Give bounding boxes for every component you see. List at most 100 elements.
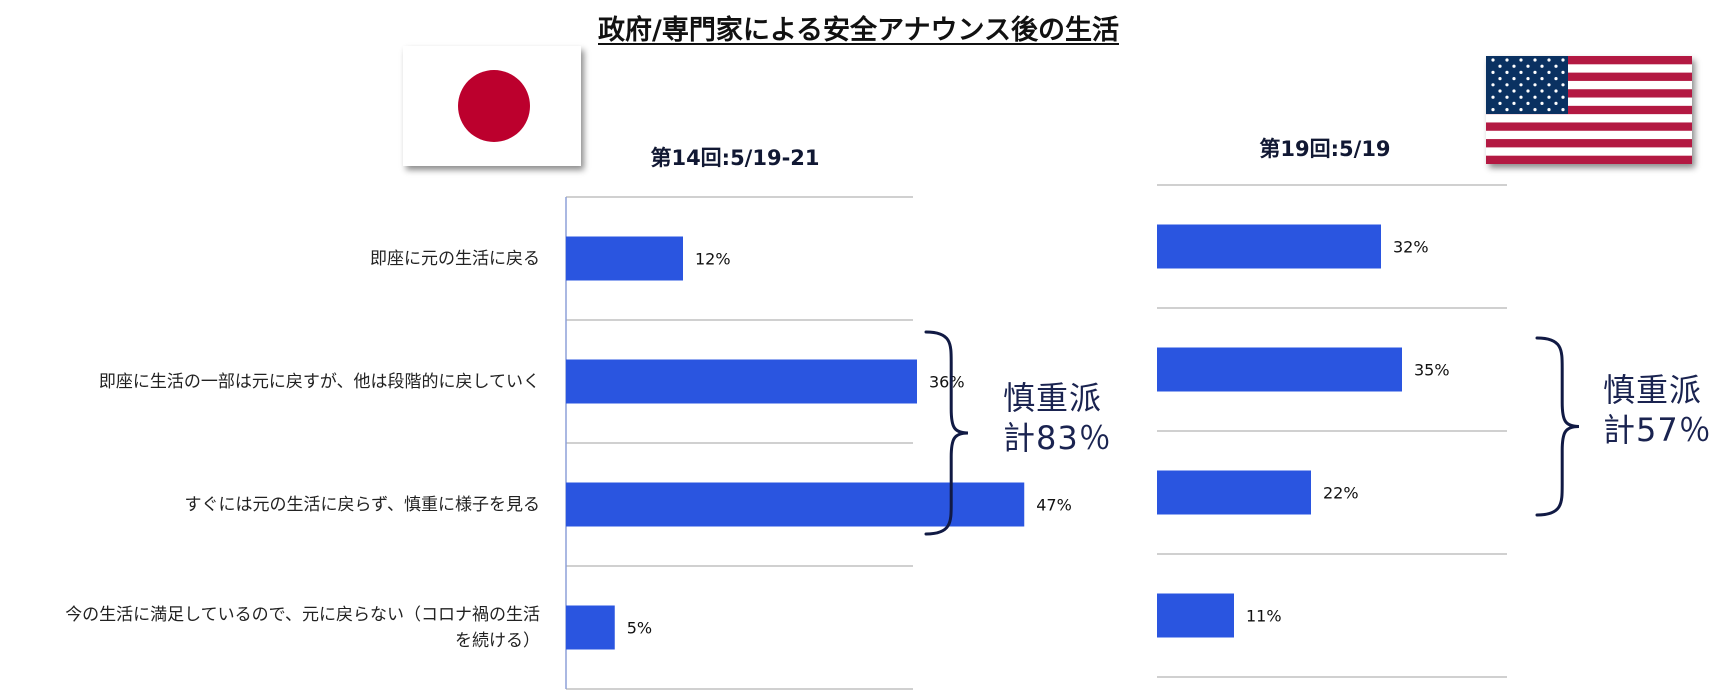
bar bbox=[566, 359, 917, 404]
data-label: 35% bbox=[1414, 361, 1450, 380]
us-flag-stripe bbox=[1486, 72, 1692, 82]
us-flag-star bbox=[1540, 89, 1544, 93]
us-flag-star bbox=[1561, 70, 1565, 74]
us-flag-stripe bbox=[1486, 105, 1692, 115]
us-flag-star bbox=[1519, 108, 1523, 112]
right-annotation-line1: 慎重派 bbox=[1603, 371, 1703, 409]
us-flag-star bbox=[1505, 70, 1509, 74]
category-label-line: 即座に元の生活に戻る bbox=[370, 248, 540, 269]
chart-panel-2: 32% 35% 22% 11% bbox=[1157, 184, 1507, 678]
bar bbox=[566, 236, 683, 281]
japan-flag-sun bbox=[458, 70, 530, 142]
us-flag-stripe bbox=[1486, 56, 1692, 65]
category-label-line: を続ける） bbox=[455, 630, 540, 651]
category-label: 今の生活に満足しているので、元に戻らない（コロナ禍の生活を続ける） bbox=[0, 602, 540, 654]
bar bbox=[1157, 347, 1402, 392]
us-flag-star bbox=[1540, 64, 1544, 68]
data-label: 36% bbox=[929, 373, 965, 392]
us-flag-star bbox=[1512, 89, 1516, 93]
us-flag-stripe bbox=[1486, 130, 1692, 140]
bar bbox=[1157, 593, 1234, 638]
us-flag-star bbox=[1547, 70, 1551, 74]
left-chart-subtitle: 第14回:5/19-21 bbox=[650, 146, 820, 170]
us-flag-star bbox=[1491, 95, 1495, 99]
category-label: 即座に生活の一部は元に戻すが、他は段階的に戻していく bbox=[0, 369, 540, 395]
us-flag-star bbox=[1519, 70, 1523, 74]
us-flag-star bbox=[1512, 77, 1516, 81]
data-label: 22% bbox=[1323, 484, 1359, 503]
us-flag-star bbox=[1512, 64, 1516, 68]
data-label: 32% bbox=[1393, 238, 1429, 257]
category-label-line: 即座に生活の一部は元に戻すが、他は段階的に戻していく bbox=[98, 371, 540, 392]
us-flag-star bbox=[1540, 101, 1544, 105]
us-flag-star bbox=[1533, 58, 1537, 62]
bar bbox=[1157, 470, 1311, 515]
us-flag-star bbox=[1498, 77, 1502, 81]
us-flag-star bbox=[1547, 108, 1551, 112]
bar bbox=[566, 482, 1025, 527]
us-flag-star bbox=[1498, 64, 1502, 68]
us-flag-star bbox=[1554, 101, 1558, 105]
us-flag-star bbox=[1505, 95, 1509, 99]
bar bbox=[1157, 224, 1381, 269]
category-label-line: すぐには元の生活に戻らず、慎重に様子を見る bbox=[184, 494, 540, 515]
us-flag-star bbox=[1491, 108, 1495, 112]
us-flag-star bbox=[1554, 89, 1558, 93]
right-curly-bracket bbox=[1535, 336, 1580, 517]
right-chart-subtitle: 第19回:5/19 bbox=[1259, 137, 1391, 161]
chart-title: 政府/専門家による安全アナウンス後の生活 bbox=[598, 15, 1119, 46]
us-flag-star bbox=[1561, 58, 1565, 62]
us-flag-star bbox=[1547, 95, 1551, 99]
us-flag-star bbox=[1526, 64, 1530, 68]
right-bracket-annotation: 慎重派 計57％ bbox=[1603, 370, 1712, 450]
us-flag-star bbox=[1554, 64, 1558, 68]
us-flag-star bbox=[1561, 95, 1565, 99]
us-flag-stripe bbox=[1486, 80, 1692, 90]
us-flag-stripe bbox=[1486, 155, 1692, 164]
us-flag-star bbox=[1540, 77, 1544, 81]
us-flag-star bbox=[1526, 77, 1530, 81]
us-flag-stripe bbox=[1486, 89, 1692, 98]
us-flag-star bbox=[1533, 108, 1537, 112]
us-flag-star bbox=[1519, 83, 1523, 87]
left-curly-bracket bbox=[924, 330, 969, 536]
us-flag-star bbox=[1491, 70, 1495, 74]
category-label: すぐには元の生活に戻らず、慎重に様子を見る bbox=[0, 492, 540, 518]
us-flag-star bbox=[1519, 95, 1523, 99]
us-flag-star bbox=[1561, 108, 1565, 112]
us-flag-star bbox=[1533, 83, 1537, 87]
us-flag-stripe bbox=[1486, 139, 1692, 148]
us-flag-star bbox=[1561, 83, 1565, 87]
us-flag-star bbox=[1512, 101, 1516, 105]
bar bbox=[566, 605, 615, 650]
us-flag-stripe bbox=[1486, 122, 1692, 132]
japan-flag bbox=[403, 46, 581, 166]
us-flag-star bbox=[1519, 58, 1523, 62]
data-label: 12% bbox=[695, 250, 731, 269]
category-label: 即座に元の生活に戻る bbox=[0, 246, 540, 272]
us-flag-stripe bbox=[1486, 97, 1692, 107]
left-bracket-annotation: 慎重派 計83％ bbox=[1003, 378, 1112, 458]
data-label: 47% bbox=[1036, 496, 1072, 515]
us-flag-star bbox=[1491, 83, 1495, 87]
us-flag-star bbox=[1505, 83, 1509, 87]
data-label: 5% bbox=[627, 619, 652, 638]
us-flag-star bbox=[1554, 77, 1558, 81]
us-flag-star bbox=[1533, 95, 1537, 99]
us-flag-graphic bbox=[1486, 56, 1692, 164]
us-flag-star bbox=[1505, 58, 1509, 62]
us-flag-star bbox=[1547, 58, 1551, 62]
us-flag-star bbox=[1505, 108, 1509, 112]
left-annotation-line1: 慎重派 bbox=[1003, 379, 1103, 417]
us-flag-star bbox=[1547, 83, 1551, 87]
us-flag-star bbox=[1498, 101, 1502, 105]
data-label: 11% bbox=[1246, 607, 1282, 626]
right-annotation-line2: 計57％ bbox=[1603, 411, 1712, 449]
left-annotation-line2: 計83％ bbox=[1003, 419, 1112, 457]
us-flag-stripe bbox=[1486, 114, 1692, 123]
us-flag-stripe bbox=[1486, 64, 1692, 73]
us-flag-stripe bbox=[1486, 147, 1692, 156]
category-label-line: 今の生活に満足しているので、元に戻らない（コロナ禍の生活 bbox=[65, 604, 540, 625]
us-flag-star bbox=[1498, 89, 1502, 93]
us-flag bbox=[1486, 56, 1692, 164]
